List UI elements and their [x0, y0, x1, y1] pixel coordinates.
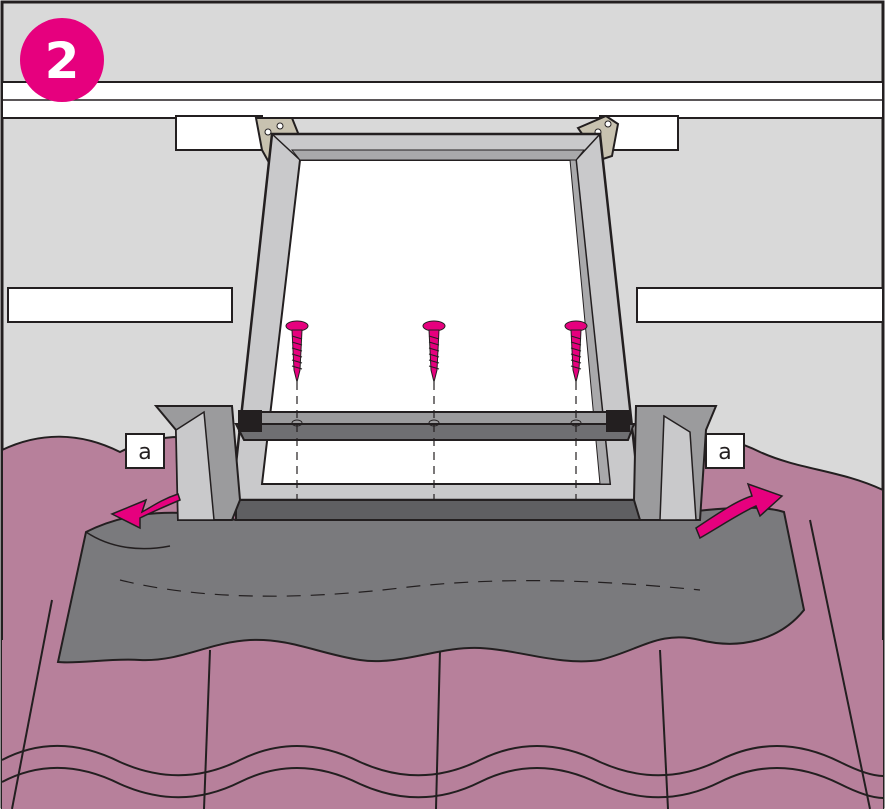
side-flashing-right: [632, 405, 718, 521]
crossbar-end-left: [238, 410, 262, 432]
screw-guide-lines: [296, 382, 577, 500]
step-number: 2: [45, 32, 80, 90]
screw-icon: [564, 320, 588, 383]
window-frame: [230, 132, 642, 502]
flashing-skirt: [56, 499, 806, 664]
callout-a-left-label: a: [138, 440, 151, 465]
step-badge-circle: [20, 18, 104, 102]
screw-icon: [422, 320, 446, 383]
arrow-right-icon: [695, 482, 784, 540]
side-flashing-left: [153, 405, 242, 521]
step-badge: 2: [20, 18, 104, 102]
callout-a-right: a: [705, 433, 745, 469]
callout-a-left: a: [125, 433, 165, 469]
batten-upper-left: [175, 115, 263, 151]
screws: [285, 320, 588, 383]
screw-icon: [285, 320, 309, 383]
bottom-crossbar: [234, 410, 636, 441]
batten-mid-left: [7, 287, 233, 323]
batten-mid-right: [636, 287, 884, 323]
callout-a-right-label: a: [718, 440, 731, 465]
arrow-left-icon: [110, 493, 181, 530]
crossbar-end-right: [606, 410, 630, 432]
